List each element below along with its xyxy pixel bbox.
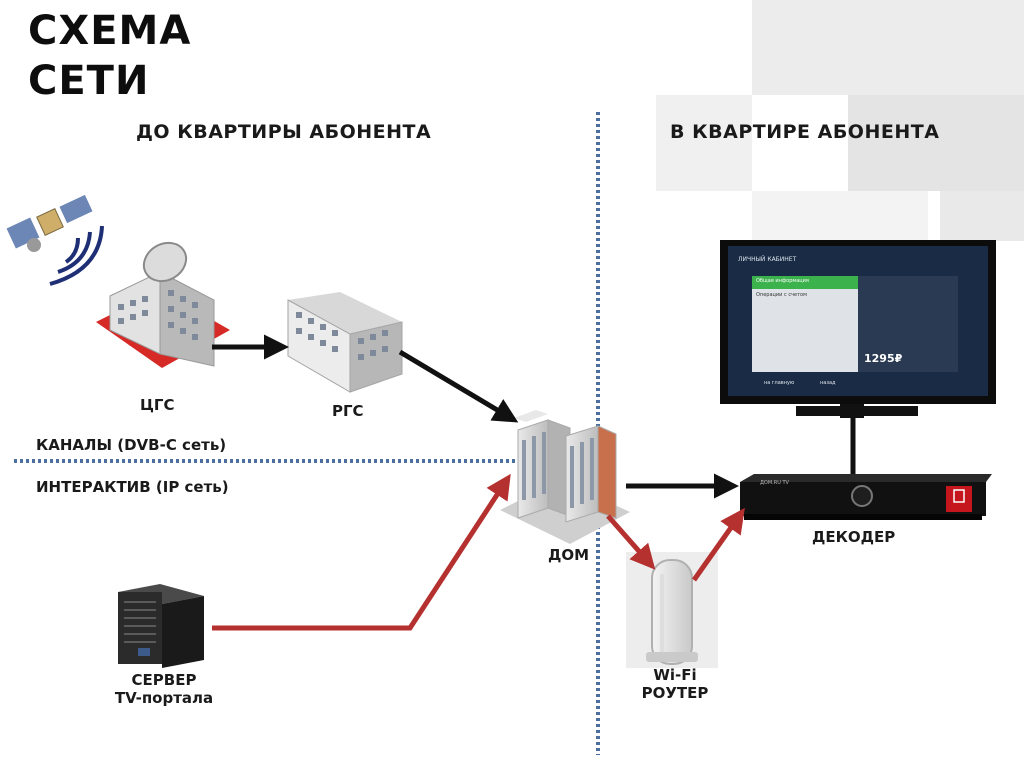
server-label-line-2: TV-портала [114,689,214,707]
decoder-brand: ДОМ.RU TV [760,480,789,486]
bg-square-1 [752,0,1024,95]
server-icon [118,584,204,668]
satellite-icon [6,194,93,252]
server-label: СЕРВЕР TV-портала [96,671,232,707]
interactive-layer-label: ИНТЕРАКТИВ (IP сеть) [36,478,229,496]
router-label: Wi-Fi РОУТЕР [620,666,730,702]
tv-icon [720,240,996,418]
channel-links [212,334,739,499]
tv-footer-home: на главную [764,380,795,386]
tv-price: 1295₽ [864,352,903,365]
tv-footer-back: назад [820,380,836,386]
bg-square-4 [752,191,928,241]
signal-waves-icon [49,225,104,286]
bg-square-3 [848,95,1024,191]
home-label: ДОМ [548,546,590,564]
title-line-1: СХЕМА [28,8,192,54]
title-line-2: СЕТИ [28,58,150,104]
server-label-line-1: СЕРВЕР [131,671,197,689]
link-home-router [606,514,656,570]
link-rgs-home [398,349,519,423]
link-router-decoder [691,507,745,582]
rgs-label: РГС [332,402,364,420]
bg-square-5 [940,191,1024,241]
decoder-icon [740,474,992,520]
page-title: СХЕМА СЕТИ [28,6,191,106]
link-server-home [212,473,511,631]
cgs-building-icon [96,241,230,368]
tv-screen-header: ЛИЧНЫЙ КАБИНЕТ [738,256,797,263]
rgs-building-icon [287,292,403,393]
cgs-label: ЦГС [140,396,175,414]
section-inside: В КВАРТИРЕ АБОНЕНТА [670,121,940,143]
bg-square-2 [656,95,752,191]
tv-menu-item: Общая информация [756,278,809,284]
home-building-icon [500,410,630,544]
router-label-line-2: РОУТЕР [641,684,709,702]
section-outside: ДО КВАРТИРЫ АБОНЕНТА [136,121,432,143]
ip-links [212,473,745,631]
decoder-label: ДЕКОДЕР [812,528,896,546]
channels-layer-label: КАНАЛЫ (DVB-C сеть) [36,436,227,454]
router-label-line-1: Wi-Fi [653,666,697,684]
tv-menu-item: Операции с счетом [756,292,807,298]
